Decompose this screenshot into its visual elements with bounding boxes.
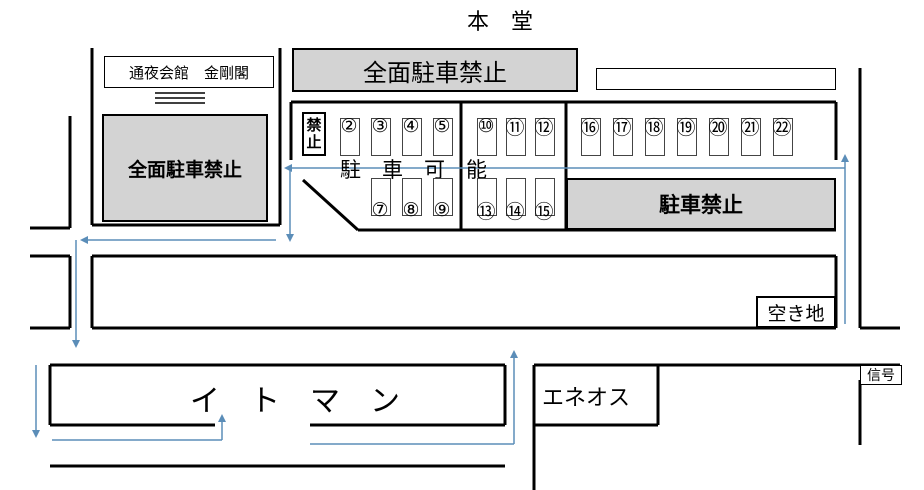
spot-number: ⑯ — [580, 116, 600, 139]
spot-number: ⑩ — [477, 115, 495, 137]
spot-number: ⑫ — [534, 116, 554, 139]
parking-spot — [371, 178, 391, 216]
spot-number: ② — [340, 115, 358, 137]
spot-number: ③ — [371, 115, 389, 137]
parking-spot — [506, 118, 526, 156]
spot-no-parking-bottom: 止 — [306, 133, 322, 151]
vacant-lot-label: 空き地 — [767, 302, 825, 325]
right-no-parking-label: 駐車禁止 — [659, 193, 743, 217]
hall-building: 通夜会館 金剛閣 — [104, 56, 274, 88]
spot-number: ⑰ — [612, 116, 632, 139]
spot-no-parking-top: 禁 — [306, 116, 322, 134]
parking-spot — [402, 178, 422, 216]
parking-spot — [535, 178, 555, 216]
spot-number: ⑬ — [476, 200, 496, 223]
itoman-label: イ ト マ ン — [190, 384, 400, 419]
spot-number: ㉒ — [772, 116, 792, 139]
parking-spot — [709, 118, 729, 156]
spot-number: ⑲ — [676, 116, 696, 139]
parking-spot — [433, 178, 453, 216]
parking-spot — [535, 118, 555, 156]
eneos-label: エネオス — [542, 386, 631, 411]
honden-label: 本 堂 — [466, 10, 533, 35]
spot-number: ⑧ — [402, 199, 420, 221]
spot-number: ④ — [402, 115, 420, 137]
spot-number: ⑦ — [371, 199, 389, 221]
right-no-parking-zone: 駐車禁止 — [566, 178, 836, 230]
spot-number: ⑳ — [708, 116, 728, 139]
spot-number: ⑱ — [644, 116, 664, 139]
spot-no-parking: 禁 止 — [302, 112, 326, 156]
hall-label: 通夜会館 金剛閣 — [128, 63, 249, 82]
spot-number: ⑭ — [505, 200, 525, 223]
vacant-lot: 空き地 — [756, 296, 836, 328]
left-no-parking-label: 全面駐車禁止 — [127, 158, 242, 181]
spot-number: ㉑ — [740, 116, 760, 139]
parking-spot — [581, 118, 601, 156]
spot-number: ⑮ — [534, 200, 554, 223]
parking-spot — [433, 118, 453, 156]
signal-label: 信号 — [860, 365, 902, 385]
top-no-parking-zone: 全面駐車禁止 — [292, 48, 578, 92]
parking-spot — [340, 118, 360, 156]
spot-number: ⑪ — [505, 116, 525, 139]
spot-number: ⑨ — [433, 199, 451, 221]
parking-ok-label: 駐 車 可 能 — [340, 158, 487, 182]
parking-spot — [613, 118, 633, 156]
parking-spot — [773, 118, 793, 156]
parking-spot — [477, 118, 497, 156]
parking-spot — [506, 178, 526, 216]
parking-spot — [677, 118, 697, 156]
parking-spot — [645, 118, 665, 156]
parking-spot — [477, 178, 497, 216]
top-no-parking-label: 全面駐車禁止 — [363, 58, 507, 87]
parking-spot — [402, 118, 422, 156]
left-no-parking-zone: 全面駐車禁止 — [102, 114, 268, 222]
parking-spot — [741, 118, 761, 156]
signal-text: 信号 — [867, 368, 895, 384]
top-right-outline — [596, 68, 836, 90]
parking-spot — [371, 118, 391, 156]
spot-number: ⑤ — [433, 115, 451, 137]
